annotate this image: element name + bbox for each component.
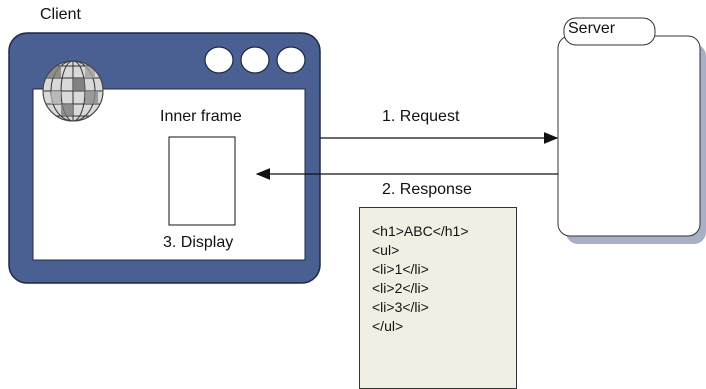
- code-line: <li>3</li>: [372, 299, 429, 315]
- server-title-tab: [563, 17, 656, 46]
- code-line: <h1>ABC</h1>: [372, 223, 469, 239]
- code-line: </ul>: [372, 318, 404, 334]
- code-line: <li>1</li>: [372, 261, 429, 277]
- response-code-box: <h1>ABC</h1> <ul> <li>1</li> <li>2</li> …: [359, 207, 517, 389]
- code-line: <li>2</li>: [372, 280, 429, 296]
- server-title: Server: [568, 20, 616, 37]
- window-buttons-icon: [204, 46, 306, 74]
- response-label: 2. Response: [382, 181, 472, 198]
- display-label: 3. Display: [163, 234, 234, 251]
- code-line: <ul>: [372, 242, 400, 258]
- globe-icon: [42, 60, 104, 122]
- server-box: [557, 35, 701, 237]
- client-title: Client: [40, 6, 81, 23]
- inner-frame-label: Inner frame: [160, 108, 242, 125]
- request-label: 1. Request: [382, 108, 460, 125]
- inner-frame-box: [168, 136, 236, 226]
